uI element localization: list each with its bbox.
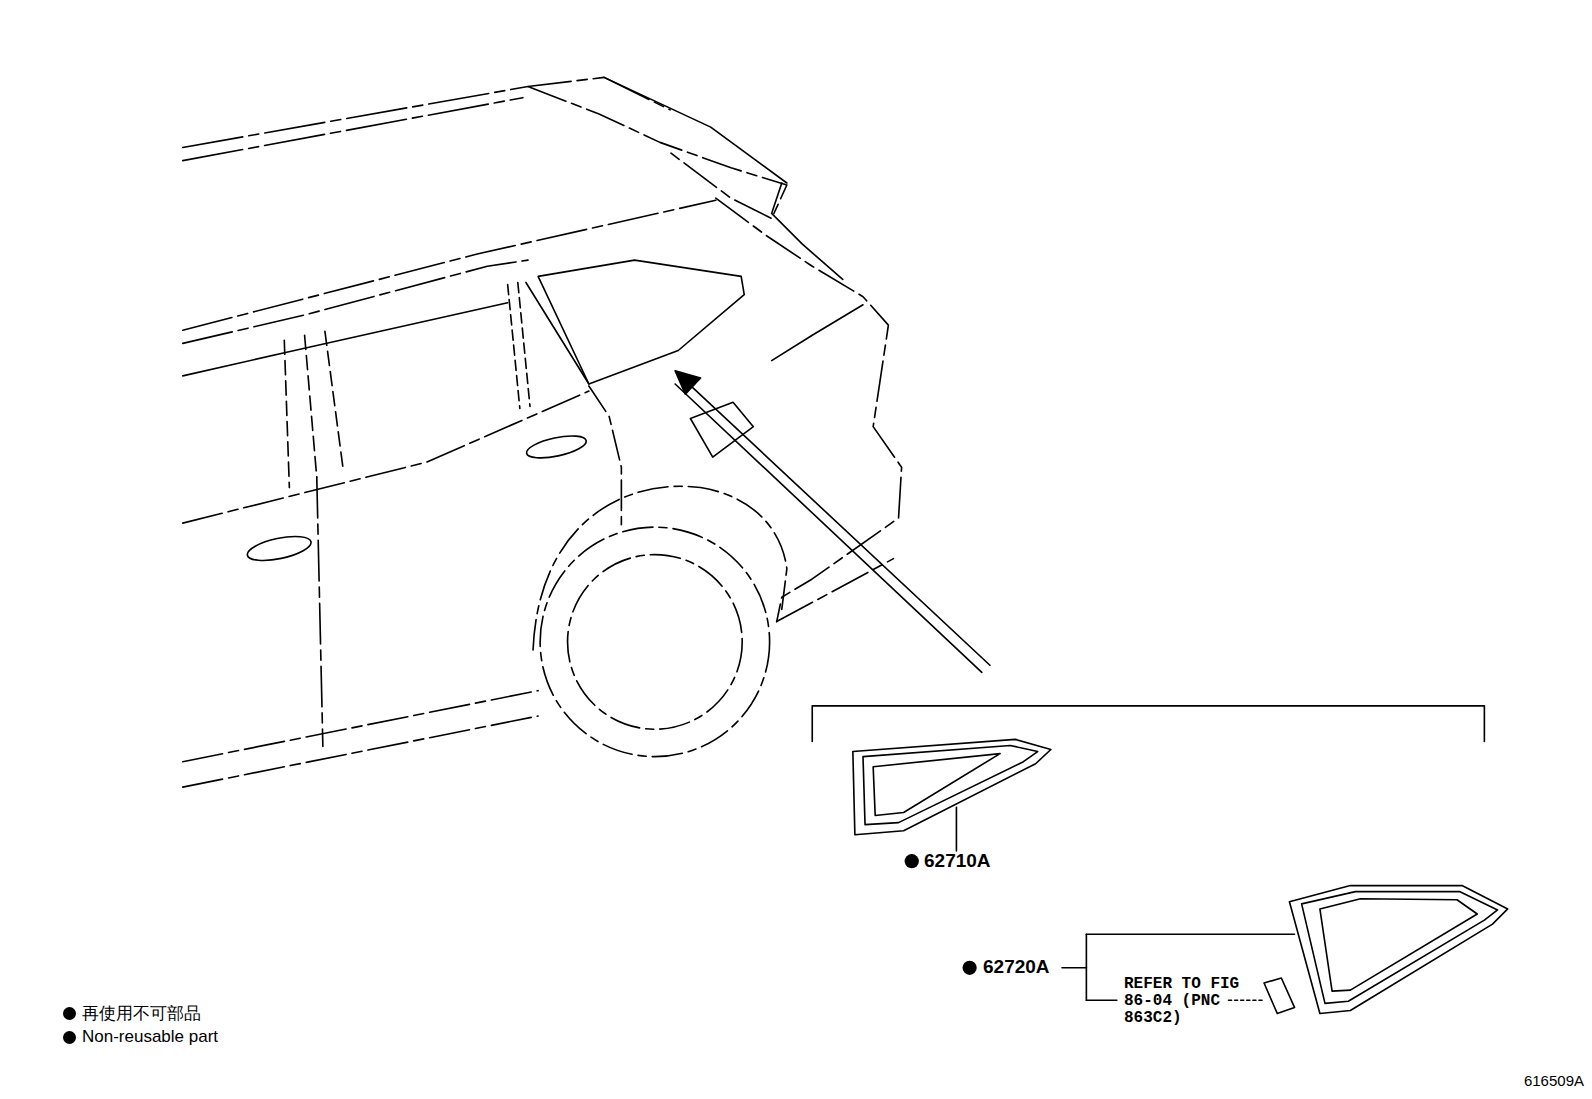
legend-entry: Non-reusable part	[63, 1027, 218, 1047]
reference-note: REFER TO FIG 86-04 (PNC 863C2)	[1124, 976, 1242, 1027]
legend-swatch	[63, 1007, 76, 1020]
figure-number: 616509A	[1524, 1072, 1584, 1089]
callout-number: 62710A	[924, 850, 991, 872]
legend-text: Non-reusable part	[82, 1027, 218, 1047]
legend-entry: 再使用不可部品	[63, 1002, 201, 1025]
callout-number: 62720A	[983, 956, 1050, 978]
legend-text: 再使用不可部品	[82, 1002, 201, 1025]
legend-swatch	[63, 1031, 76, 1044]
